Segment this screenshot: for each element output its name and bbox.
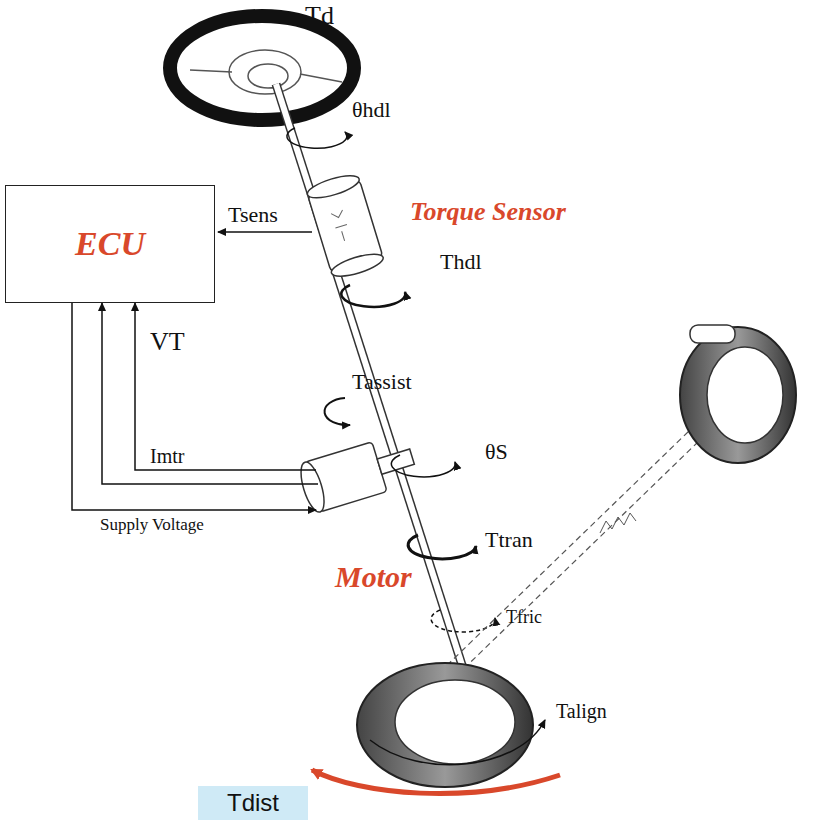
signal-label: Talign bbox=[556, 700, 607, 722]
disturbance-box: Tdist bbox=[198, 786, 308, 820]
signal-label: Tassist bbox=[352, 370, 412, 394]
signal-label: Imtr bbox=[150, 445, 184, 467]
signal-label: θS bbox=[485, 440, 508, 464]
signal-label: VT bbox=[150, 328, 185, 357]
signal-label: Td bbox=[305, 2, 334, 31]
signal-label: Supply Voltage bbox=[100, 516, 204, 535]
part-name: Torque Sensor bbox=[410, 198, 566, 227]
signal-label: Ttran bbox=[485, 528, 533, 552]
signal-label: Tsens bbox=[228, 203, 278, 227]
signal-label: θhdl bbox=[352, 98, 391, 122]
node-text: ECU bbox=[75, 225, 145, 263]
node-text: Tdist bbox=[227, 789, 279, 817]
ecu-box: ECU bbox=[5, 185, 215, 303]
part-name: Motor bbox=[335, 560, 412, 593]
signal-label: Thdl bbox=[440, 250, 482, 274]
signal-label: Tfric bbox=[506, 608, 542, 628]
